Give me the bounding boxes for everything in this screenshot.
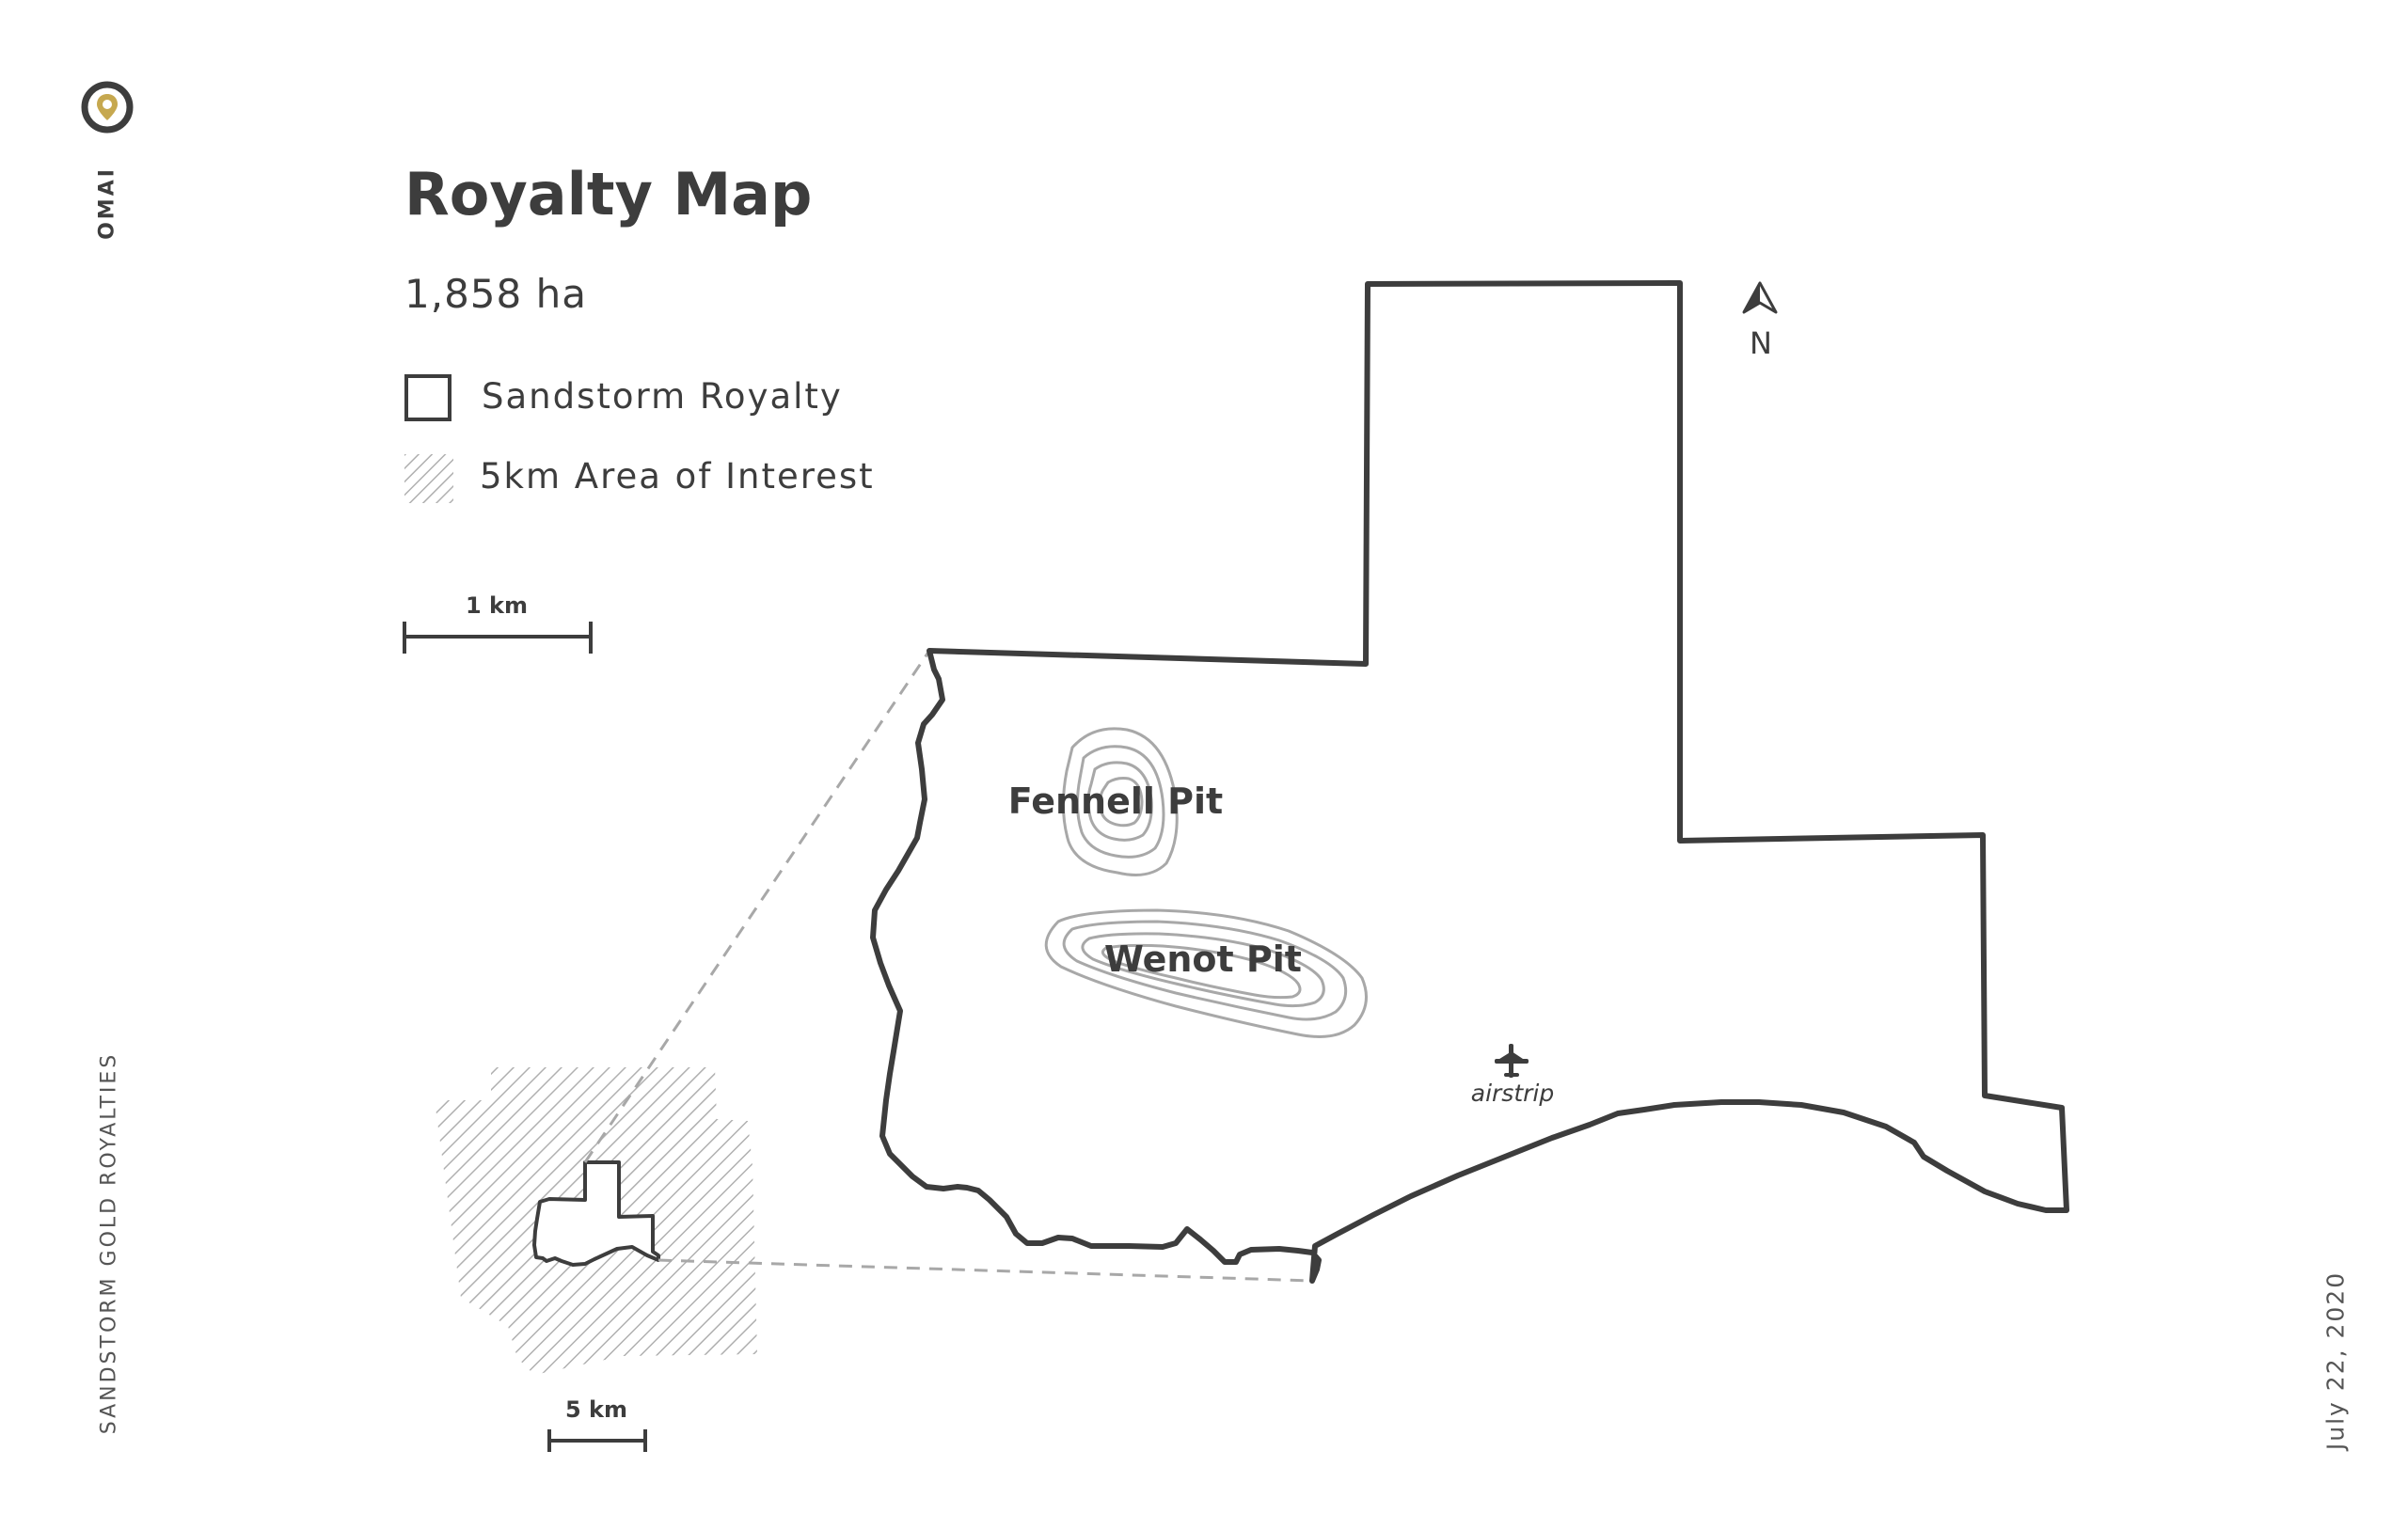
wenot-pit-contours bbox=[1044, 908, 1368, 1038]
outline-square-icon bbox=[404, 374, 452, 421]
fennell-pit-contours bbox=[1061, 727, 1179, 876]
scale-bar-5km bbox=[547, 1429, 647, 1452]
airplane-icon bbox=[1495, 1044, 1529, 1078]
legend-label-royalty: Sandstorm Royalty bbox=[482, 376, 843, 417]
scale-label-inset: 5 km bbox=[564, 1396, 628, 1423]
airstrip-label: airstrip bbox=[1470, 1080, 1555, 1107]
inset-royalty-outline bbox=[532, 1160, 660, 1267]
legend-label-area-of-interest: 5km Area of Interest bbox=[480, 456, 875, 497]
north-arrow-icon bbox=[1742, 281, 1778, 314]
pit-label-wenot: Wenot Pit bbox=[1104, 938, 1302, 980]
brand-name: OMAI bbox=[95, 166, 119, 240]
area-value: 1,858 ha bbox=[404, 271, 587, 317]
zoom-connector-top bbox=[583, 650, 931, 1163]
north-label: N bbox=[1750, 325, 1772, 361]
zoom-connector-bottom bbox=[657, 1258, 1313, 1283]
map-date: July 22, 2020 bbox=[2321, 1270, 2350, 1451]
location-ring-icon bbox=[81, 81, 134, 134]
page-title: Royalty Map bbox=[404, 160, 813, 229]
scale-bar-1km bbox=[403, 622, 593, 654]
hatched-square-icon bbox=[404, 454, 453, 503]
royalty-boundary bbox=[870, 280, 2069, 1284]
company-name: SANDSTORM GOLD ROYALTIES bbox=[97, 1051, 121, 1435]
pit-label-fennell: Fennell Pit bbox=[1007, 781, 1224, 822]
scale-label-main: 1 km bbox=[465, 592, 529, 619]
